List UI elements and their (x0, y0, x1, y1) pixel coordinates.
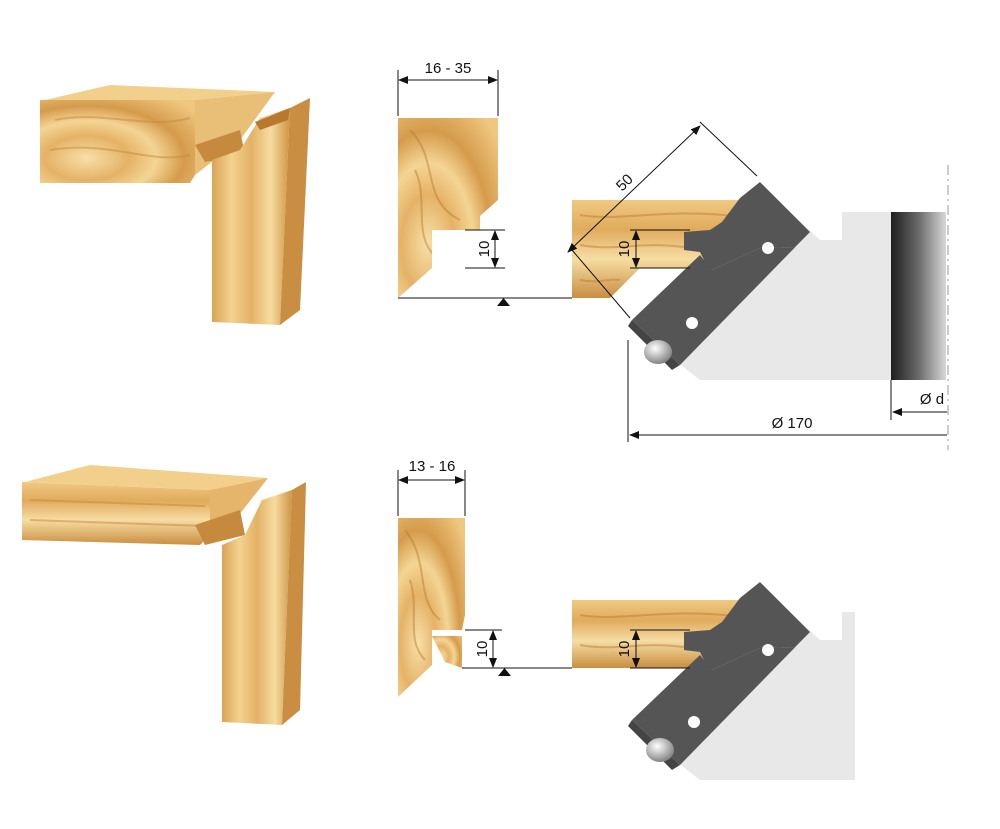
top-blade-screw-1 (762, 242, 774, 254)
cutter-length-dimension: 50 (567, 121, 758, 319)
top-cutter-blade (684, 182, 810, 270)
bottom-bearing (646, 738, 674, 762)
top-vertical-board (212, 108, 290, 325)
bottom-profile-vertical (398, 518, 465, 697)
bottom-cutter-groove-dimension: 10 (616, 629, 690, 669)
bottom-vertical-board (222, 490, 292, 725)
bottom-table-line (462, 667, 572, 676)
bottom-width-dimension: 13 - 16 (397, 458, 466, 516)
bottom-3d-joint (22, 465, 306, 725)
top-3d-joint (40, 85, 310, 325)
bottom-cutter-groove-label: 10 (616, 641, 633, 658)
top-table-line (398, 297, 572, 306)
tool-diameter-dimension: Ø 170 (627, 340, 947, 442)
bottom-horizontal-board (22, 482, 210, 545)
bottom-groove-dimension: 10 (465, 629, 502, 669)
top-bearing (644, 340, 672, 364)
top-blade-screw-2 (686, 317, 698, 329)
bottom-cutter-blade (684, 582, 810, 670)
top-profile-vertical (398, 118, 498, 298)
top-cutter-assembly (572, 165, 949, 450)
bottom-blade-screw-1 (762, 644, 774, 656)
top-cutter-groove-label: 10 (616, 241, 633, 258)
top-width-dimension: 16 - 35 (397, 60, 499, 116)
bore-dimension: Ø d (890, 380, 947, 420)
bottom-width-label: 13 - 16 (409, 458, 456, 475)
bore-diameter-label: Ø d (920, 391, 944, 408)
bottom-groove-label: 10 (474, 641, 491, 658)
top-cutter-groove-dimension: 10 (616, 229, 690, 269)
bottom-cutter-assembly (572, 582, 855, 780)
top-horizontal-board (40, 100, 195, 183)
top-groove-dimension: 10 (465, 229, 505, 269)
top-groove-label: 10 (476, 241, 493, 258)
top-spindle (891, 212, 946, 380)
top-width-label: 16 - 35 (425, 60, 472, 77)
tool-diameter-label: Ø 170 (772, 415, 813, 432)
cutter-length-label: 50 (613, 171, 637, 195)
bottom-blade-screw-2 (688, 716, 700, 728)
